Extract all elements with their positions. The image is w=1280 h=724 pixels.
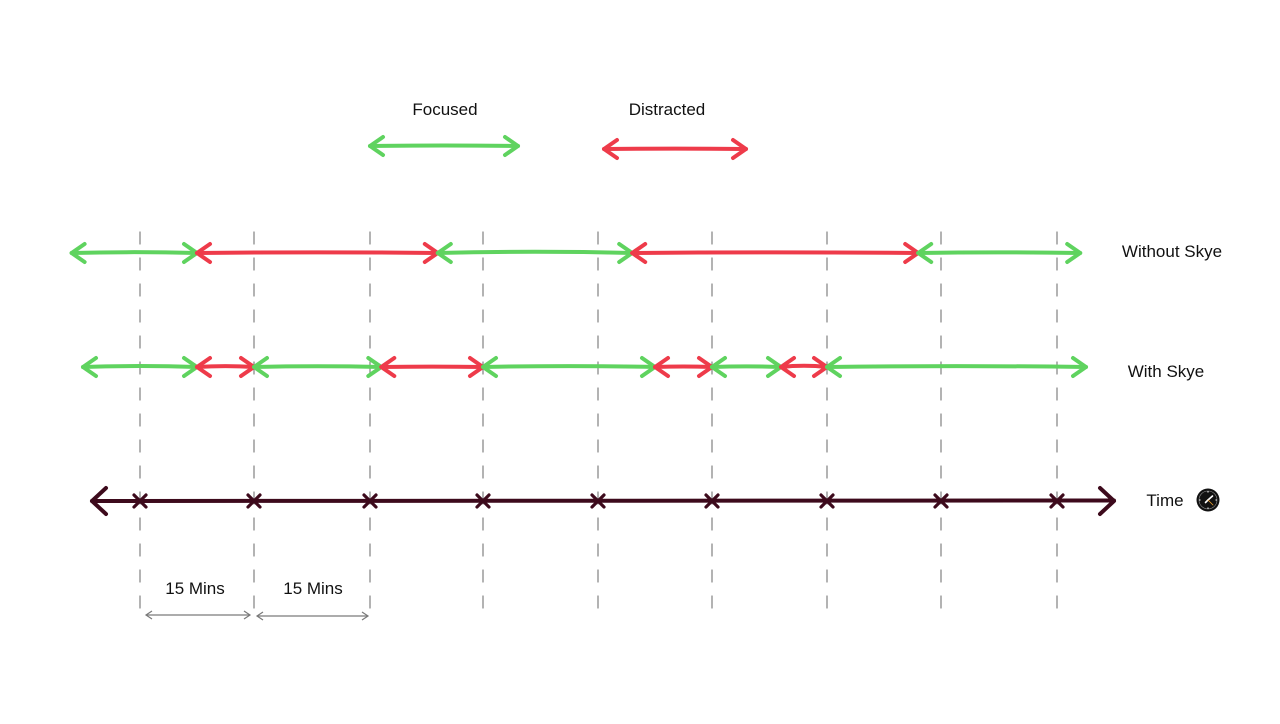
interval-bracket-arrow xyxy=(146,611,250,619)
with-skye-row xyxy=(83,358,1086,376)
legend-distracted-label: Distracted xyxy=(629,100,706,119)
legend-focused-arrow xyxy=(370,137,518,155)
clock-icon xyxy=(1197,489,1220,512)
focused-segment-arrow xyxy=(72,244,197,262)
interval-label: 15 Mins xyxy=(283,579,343,598)
time-axis xyxy=(92,488,1114,514)
interval-label: 15 Mins xyxy=(165,579,225,598)
focused-segment-arrow xyxy=(827,358,1086,376)
distracted-segment-arrow xyxy=(197,358,254,376)
distracted-segment-arrow xyxy=(197,244,438,262)
focused-segment-arrow xyxy=(712,358,781,376)
focused-segment-arrow xyxy=(918,244,1080,262)
distracted-segment-arrow xyxy=(632,244,918,262)
time-axis-line xyxy=(92,501,1114,502)
legend-distracted-arrow xyxy=(604,140,746,158)
interval-bracket-arrow xyxy=(257,612,368,620)
focused-segment-arrow xyxy=(483,358,655,376)
interval-brackets: 15 Mins 15 Mins xyxy=(146,579,368,620)
legend-focused-label: Focused xyxy=(412,100,477,119)
time-gridlines xyxy=(140,232,1057,616)
without-skye-row xyxy=(72,244,1081,262)
distracted-segment-arrow xyxy=(381,358,483,376)
without-skye-label: Without Skye xyxy=(1122,242,1222,261)
focused-segment-arrow xyxy=(438,244,632,262)
distracted-segment-arrow xyxy=(655,358,712,376)
legend: Focused Distracted xyxy=(370,100,746,158)
distracted-segment-arrow xyxy=(781,358,827,376)
focused-segment-arrow xyxy=(254,358,381,376)
time-label: Time xyxy=(1146,491,1183,510)
with-skye-label: With Skye xyxy=(1128,362,1205,381)
